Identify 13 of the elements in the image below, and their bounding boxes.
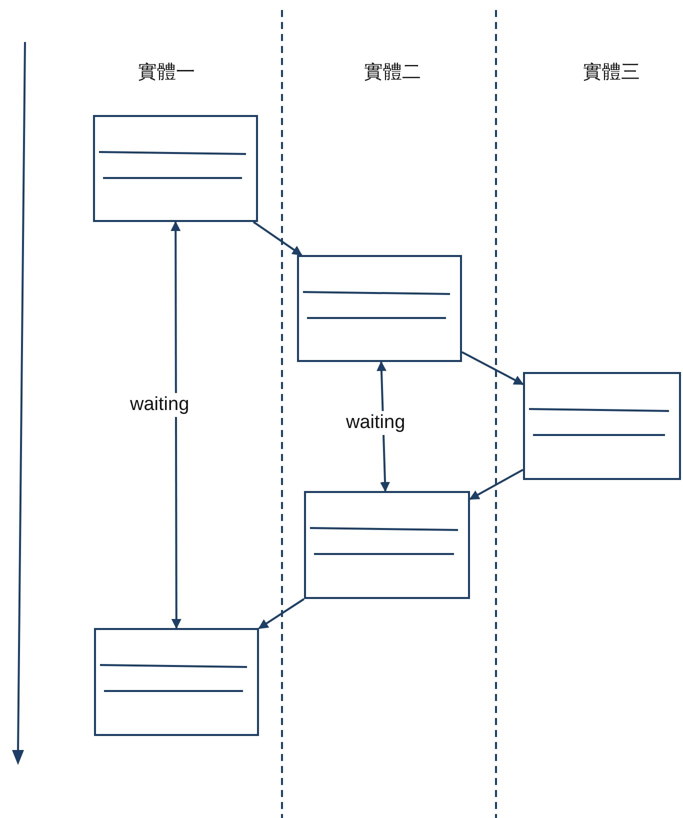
lane-heading: 實體三 (583, 60, 640, 85)
process-box (304, 491, 470, 599)
process-box (297, 255, 462, 362)
process-box (523, 372, 681, 480)
lane-heading: 實體一 (138, 60, 195, 85)
process-box (94, 628, 259, 736)
arrow (170, 221, 182, 629)
arrow (252, 221, 302, 256)
arrow (469, 468, 524, 500)
process-box (93, 115, 258, 222)
arrow (462, 351, 524, 386)
arrow (258, 598, 305, 630)
lane-heading: 實體二 (364, 60, 421, 85)
